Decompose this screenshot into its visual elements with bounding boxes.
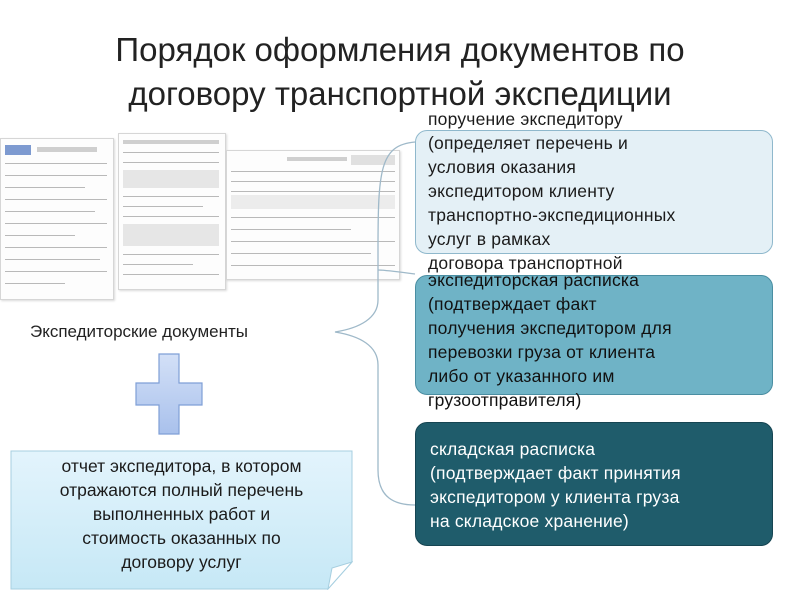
note-line-4: стоимость оказанных по [82, 528, 281, 548]
note-line-3: выполненных работ и [92, 504, 271, 524]
callout-2-line-1: экспедиторская расписка [428, 270, 640, 290]
callout-2-line-2: (подтверждает факт [428, 294, 597, 314]
callout-1-line-2: (определяет перечень и [428, 133, 628, 153]
callout-3-line-3: экспедитором у клиента груза [430, 487, 680, 507]
callout-2-line-4: перевозки груза от клиента [428, 342, 656, 362]
slide-title-line-2: договору транспортной экспедиции [128, 75, 672, 112]
note-line-1: отчет экспедитора, в котором [61, 456, 302, 476]
callout-forwarder-receipt-text: экспедиторская расписка (подтверждает фа… [428, 268, 762, 412]
callout-1-line-5: транспортно-экспедиционных [428, 205, 676, 225]
callout-forwarding-order-text: поручение экспедитору (определяет перече… [428, 107, 762, 275]
callout-1-line-1: поручение экспедитору [428, 109, 623, 129]
documents-caption: Экспедиторские документы [30, 322, 249, 341]
callout-forwarding-order: поручение экспедитору (определяет перече… [415, 109, 773, 273]
document-thumbnails [0, 128, 420, 308]
callout-warehouse-receipt: складская расписка (подтверждает факт пр… [415, 422, 773, 546]
callout-1-line-3: условия оказания [428, 157, 577, 177]
forwarder-report-text: отчет экспедитора, в котором отражаются … [10, 454, 353, 574]
callout-2-line-3: получения экспедитором для [428, 318, 672, 338]
callout-3-line-4: на складское хранение) [430, 511, 629, 531]
document-form-1 [0, 138, 114, 300]
callout-3-line-2: (подтверждает факт принятия [430, 463, 681, 483]
callout-1-line-6: услуг в рамках [428, 229, 551, 249]
plus-icon [135, 353, 203, 435]
callout-3-line-1: складская расписка [430, 439, 596, 459]
forwarder-report-note: отчет экспедитора, в котором отражаются … [10, 450, 353, 590]
callout-2-line-6: грузоотправителя) [428, 390, 582, 410]
note-line-5: договору услуг [121, 552, 242, 572]
document-form-2 [118, 133, 226, 290]
slide-title-line-1: Порядок оформления документов по [115, 31, 685, 68]
callout-2-line-5: либо от указанного им [428, 366, 615, 386]
callout-1-line-4: экспедитором клиенту [428, 181, 615, 201]
slide-title: Порядок оформления документов по договор… [20, 28, 780, 116]
document-form-3 [226, 150, 400, 280]
note-line-2: отражаются полный перечень [59, 480, 304, 500]
note-shape [10, 450, 353, 590]
callout-forwarder-receipt: экспедиторская расписка (подтверждает фа… [415, 270, 773, 410]
callout-1-line-7: договора транспортной [428, 253, 623, 273]
